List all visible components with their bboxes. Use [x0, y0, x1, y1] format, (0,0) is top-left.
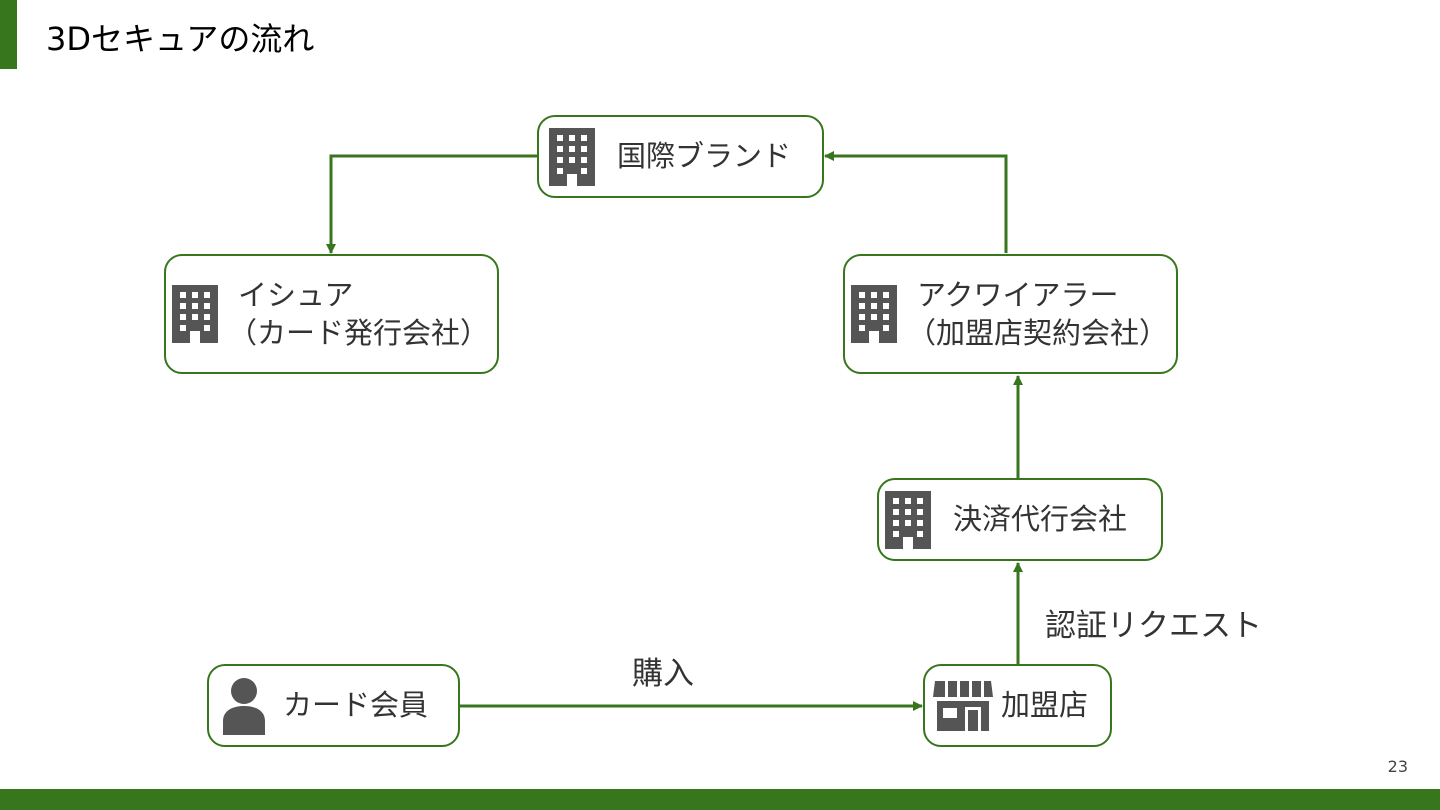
node-payment-agent: 決済代行会社	[877, 478, 1163, 561]
node-label-line: アクワイアラー	[917, 277, 1119, 312]
page-title: 3Dセキュアの流れ	[46, 20, 315, 58]
node-label-line: 加盟店	[1001, 688, 1089, 723]
node-label: 国際ブランド	[617, 137, 791, 175]
node-label: 決済代行会社	[953, 500, 1127, 538]
node-issuer: イシュア （カード発行会社）	[164, 254, 499, 374]
node-label: イシュア （カード発行会社）	[228, 276, 489, 353]
edge-label-auth-request: 認証リクエスト	[1045, 608, 1262, 644]
node-label: カード会員	[283, 686, 428, 724]
node-label: 加盟店	[1001, 686, 1088, 724]
building-icon	[549, 127, 595, 186]
node-label-line: （加盟店契約会社）	[907, 316, 1169, 350]
store-icon	[933, 680, 993, 731]
building-icon	[851, 285, 897, 343]
edge-label-purchase: 購入	[632, 656, 694, 692]
person-icon	[223, 677, 265, 735]
edge-brand-to-issuer	[326, 154, 538, 254]
edge-acquirer-to-brand	[824, 151, 1008, 253]
node-acquirer: アクワイアラー （加盟店契約会社）	[843, 254, 1178, 374]
node-cardholder: カード会員	[207, 664, 460, 747]
title-accent-bar	[0, 0, 17, 69]
node-international-brand: 国際ブランド	[537, 115, 824, 198]
footer-accent-bar	[0, 789, 1440, 810]
node-label-line: （カード発行会社）	[228, 316, 490, 350]
node-label-line: カード会員	[283, 688, 429, 723]
building-icon	[885, 490, 931, 549]
node-label: アクワイアラー （加盟店契約会社）	[907, 276, 1168, 353]
building-icon	[172, 285, 218, 343]
node-label-line: イシュア	[238, 277, 354, 312]
page-number: 23	[1387, 757, 1408, 776]
node-label-line: 決済代行会社	[953, 502, 1128, 537]
node-merchant: 加盟店	[923, 664, 1112, 747]
node-label-line: 国際ブランド	[617, 139, 792, 174]
